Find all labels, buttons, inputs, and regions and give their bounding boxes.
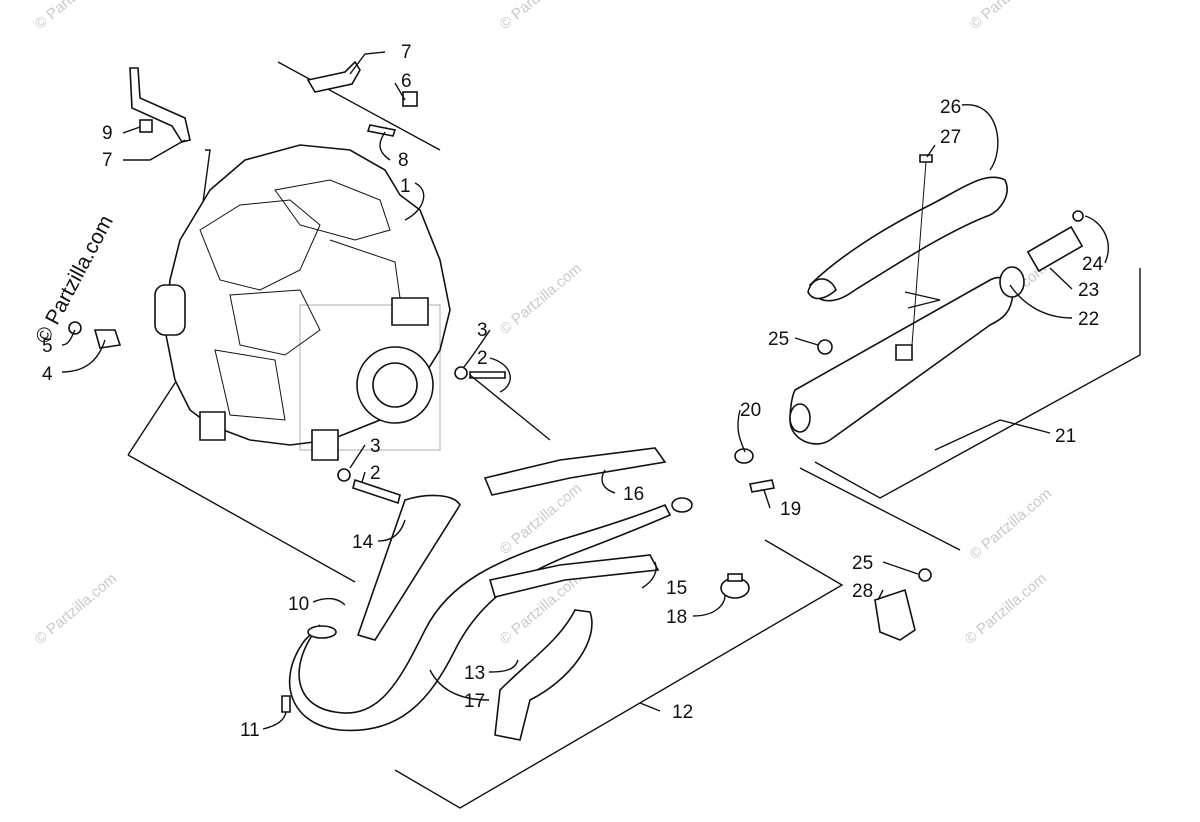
callout-8: 8 xyxy=(398,150,409,171)
callout-2: 2 xyxy=(477,348,488,369)
callout-27: 27 xyxy=(940,127,961,148)
callout-4: 4 xyxy=(42,364,53,385)
callout-7: 7 xyxy=(102,150,113,171)
callout-1: 1 xyxy=(400,176,411,197)
callout-17: 17 xyxy=(464,691,485,712)
watermark: © Partzilla.com xyxy=(497,260,585,338)
part-labels: 7 6 9 7 8 1 26 27 24 23 22 5 4 3 2 25 21… xyxy=(42,42,1104,741)
callout-19: 19 xyxy=(780,499,801,520)
callout-3: 3 xyxy=(477,320,488,341)
callout-25: 25 xyxy=(852,553,873,574)
callout-20: 20 xyxy=(740,400,761,421)
callout-2: 2 xyxy=(370,463,381,484)
callout-28: 28 xyxy=(852,581,873,602)
head-pipe xyxy=(288,497,693,732)
callout-14: 14 xyxy=(352,532,374,553)
callout-12: 12 xyxy=(672,702,693,723)
spark-arrestor xyxy=(999,210,1084,298)
callout-10: 10 xyxy=(288,594,309,615)
callout-5: 5 xyxy=(42,336,53,357)
hardware xyxy=(68,91,551,713)
callout-25: 25 xyxy=(768,329,789,350)
watermark: © Partzilla.com xyxy=(967,485,1055,563)
callout-13: 13 xyxy=(464,663,485,684)
watermark: © Partzilla.com xyxy=(967,0,1055,33)
muffler xyxy=(734,276,1014,464)
watermark: © Partzilla.com xyxy=(497,0,585,33)
callout-23: 23 xyxy=(1078,280,1099,301)
clamp xyxy=(720,573,750,599)
mounting-brackets xyxy=(129,60,361,143)
watermark: © Partzilla.com xyxy=(962,570,1050,648)
engine-assembly xyxy=(154,144,451,461)
callout-15: 15 xyxy=(666,578,687,599)
callout-16: 16 xyxy=(623,484,644,505)
watermark: © Partzilla.com xyxy=(32,0,120,33)
assembly-outlines xyxy=(127,61,1141,809)
callout-9: 9 xyxy=(102,123,113,144)
callout-26: 26 xyxy=(940,97,961,118)
callout-18: 18 xyxy=(666,607,687,628)
callout-21: 21 xyxy=(1055,426,1076,447)
watermark: © Partzilla.com xyxy=(32,570,120,648)
callout-3: 3 xyxy=(370,436,381,457)
callout-6: 6 xyxy=(401,71,412,92)
heat-shields xyxy=(356,447,667,741)
muffler-heat-shield xyxy=(807,176,1008,302)
callout-11: 11 xyxy=(240,720,260,741)
callout-7: 7 xyxy=(401,42,412,63)
leader-lines xyxy=(61,51,1109,730)
callout-22: 22 xyxy=(1078,309,1099,330)
callout-24: 24 xyxy=(1082,254,1104,275)
